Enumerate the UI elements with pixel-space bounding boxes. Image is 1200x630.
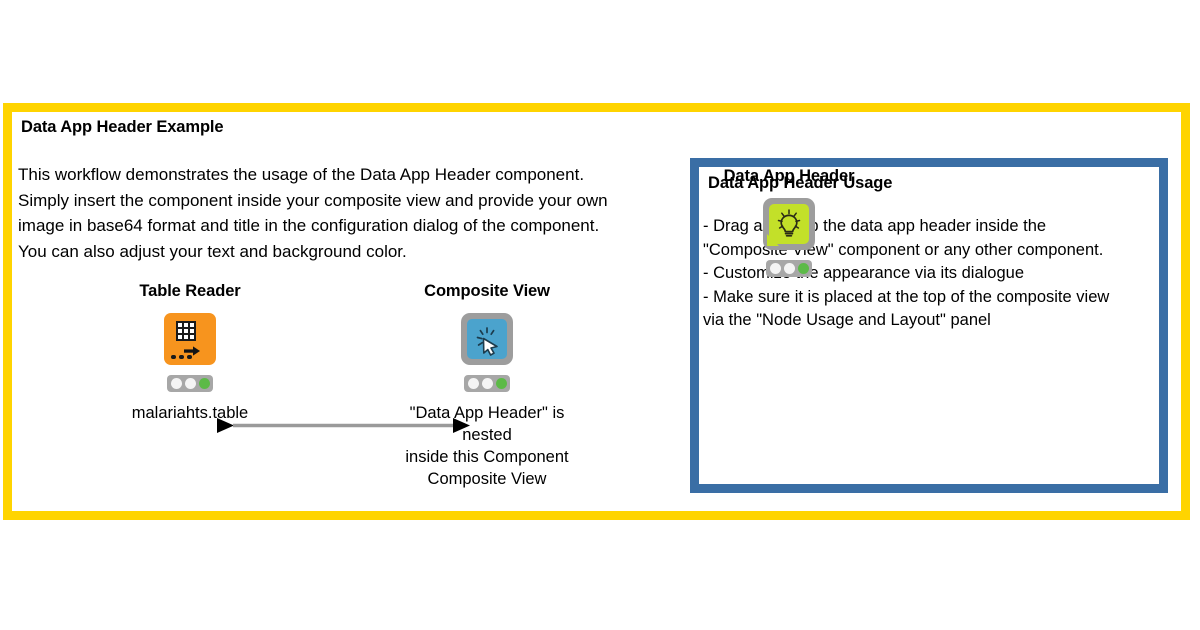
node-label-composite-view: Composite View <box>424 282 550 300</box>
connection-arrow-icon <box>217 418 470 433</box>
node-icon-wrap-table-reader[interactable] <box>164 313 216 365</box>
node-caption-table-reader: malariahts.table <box>131 404 249 422</box>
yellow-annotation-title: Data App Header Example <box>21 118 224 136</box>
node-label-table-reader: Table Reader <box>139 282 241 300</box>
table-grid-icon <box>176 321 196 341</box>
node-icon-wrap-composite-view[interactable] <box>461 313 513 365</box>
table-reader-icon[interactable] <box>164 313 216 365</box>
blue-annotation-frame[interactable]: Data App Header Usage - Drag and drop th… <box>690 158 1168 493</box>
component-node-frame[interactable] <box>461 313 513 365</box>
workflow-node-table-reader[interactable]: Table Reader <box>100 282 280 424</box>
node-label-data-app-header: Data App Header <box>723 167 855 185</box>
node-corner-tab-icon <box>767 234 779 246</box>
status-led-idle <box>170 378 182 389</box>
status-led-configured <box>783 263 795 274</box>
node-options-dots-icon <box>171 354 192 359</box>
blue-annotation-title: Data App Header Usage <box>708 174 893 192</box>
status-led-configured <box>184 378 196 389</box>
node-status-data-app-header <box>766 260 812 277</box>
node-status-composite-view <box>464 375 510 392</box>
node-status-table-reader <box>167 375 213 392</box>
workflow-node-data-app-header[interactable]: Data App Header <box>699 167 879 277</box>
status-led-idle <box>467 378 479 389</box>
status-led-executed <box>495 378 507 389</box>
status-led-executed <box>198 378 210 389</box>
read-arrow-icon <box>184 343 200 356</box>
status-led-executed <box>797 263 809 274</box>
node-icon-wrap-data-app-header[interactable] <box>763 198 815 250</box>
status-led-idle <box>769 263 781 274</box>
workflow-canvas[interactable]: Table Reader <box>12 282 672 488</box>
status-led-configured <box>481 378 493 389</box>
workflow-node-composite-view[interactable]: Composite View <box>397 282 577 490</box>
data-app-header-icon <box>769 204 809 244</box>
cursor-click-icon <box>476 327 498 356</box>
workflow-connection[interactable] <box>217 417 472 435</box>
component-node-frame[interactable] <box>763 198 815 250</box>
yellow-annotation-body: This workflow demonstrates the usage of … <box>18 165 608 261</box>
composite-view-icon <box>467 319 507 359</box>
node-caption-composite-view: "Data App Header" is nested inside this … <box>405 404 569 488</box>
